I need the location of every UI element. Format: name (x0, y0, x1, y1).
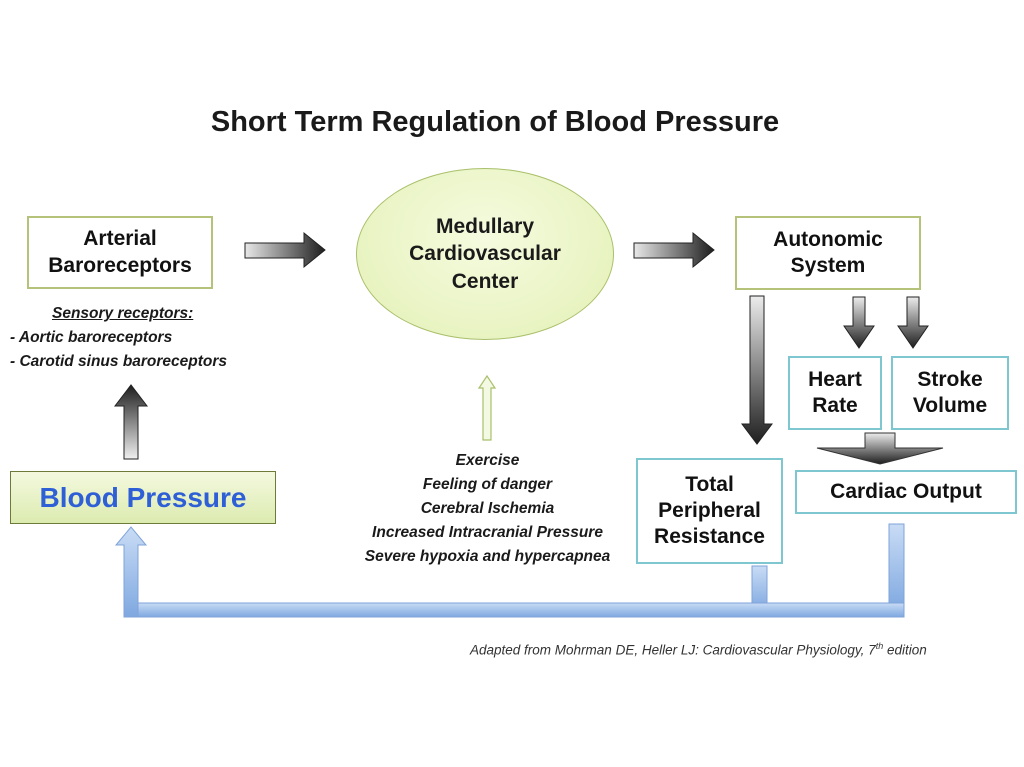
node-label-line: Medullary (435, 215, 535, 239)
node-label-line: Resistance (654, 525, 765, 549)
input-factor: Cerebral Ischemia (420, 500, 555, 517)
input-factor: Increased Intracranial Pressure (372, 524, 603, 541)
node-label-line: System (790, 254, 866, 277)
node-cardiac-output: Cardiac Output (795, 470, 1017, 514)
node-label-line: Heart (808, 367, 862, 391)
arrow-autonomic-to-heart-rate (843, 296, 875, 349)
citation-superscript: th (875, 641, 884, 651)
node-stroke-volume: Stroke Volume (891, 356, 1009, 430)
node-label-line: Autonomic (773, 227, 883, 251)
arrow-medulla-to-autonomic (633, 231, 715, 269)
node-label-line: Arterial (83, 227, 157, 251)
citation: Adapted from Mohrman DE, Heller LJ: Card… (470, 641, 996, 658)
node-label-line: Cardiovascular (409, 242, 561, 266)
arrow-baroreceptors-to-medulla (244, 231, 326, 269)
arrow-bp-to-baroreceptors (113, 384, 149, 460)
node-arterial-baroreceptors: Arterial Baroreceptors (27, 216, 213, 289)
input-factor: Feeling of danger (422, 476, 553, 493)
node-label-line: Total (685, 472, 734, 496)
node-medullary-cardiovascular-center: Medullary Cardiovascular Center (356, 168, 614, 340)
sensory-receptors-heading: Sensory receptors: (52, 305, 194, 322)
citation-suffix: edition (883, 642, 927, 658)
input-factor: Exercise (455, 452, 520, 469)
diagram-title: Short Term Regulation of Blood Pressure (210, 106, 780, 138)
medullary-input-factors: Exercise Feeling of danger Cerebral Isch… (345, 449, 630, 569)
node-label-line: Baroreceptors (48, 253, 192, 277)
node-blood-pressure: Blood Pressure (10, 471, 276, 524)
arrow-autonomic-to-stroke-volume (897, 296, 929, 349)
sensory-receptor-item: - Carotid sinus baroreceptors (10, 353, 228, 370)
input-factor: Severe hypoxia and hypercapnea (364, 548, 611, 565)
node-label-line: Stroke (917, 367, 983, 391)
node-label-line: Volume (912, 394, 988, 417)
node-label-line: Cardiac Output (830, 479, 982, 503)
node-label-line: Rate (812, 394, 858, 417)
sensory-receptors-list: Sensory receptors: - Aortic baroreceptor… (10, 302, 265, 374)
node-heart-rate: Heart Rate (788, 356, 882, 430)
node-label-line: Center (451, 269, 519, 293)
node-autonomic-system: Autonomic System (735, 216, 921, 290)
node-total-peripheral-resistance: Total Peripheral Resistance (636, 458, 783, 564)
arrow-hr-sv-to-cardiac-output (816, 432, 944, 465)
arrow-inputs-to-medulla (477, 374, 497, 441)
citation-text: Adapted from Mohrman DE, Heller LJ: Card… (470, 642, 876, 658)
arrow-autonomic-to-tpr (741, 295, 773, 445)
feedback-path (114, 523, 905, 618)
node-label-line: Blood Pressure (39, 482, 247, 513)
sensory-receptor-item: - Aortic baroreceptors (10, 329, 173, 346)
node-label-line: Peripheral (658, 498, 761, 522)
